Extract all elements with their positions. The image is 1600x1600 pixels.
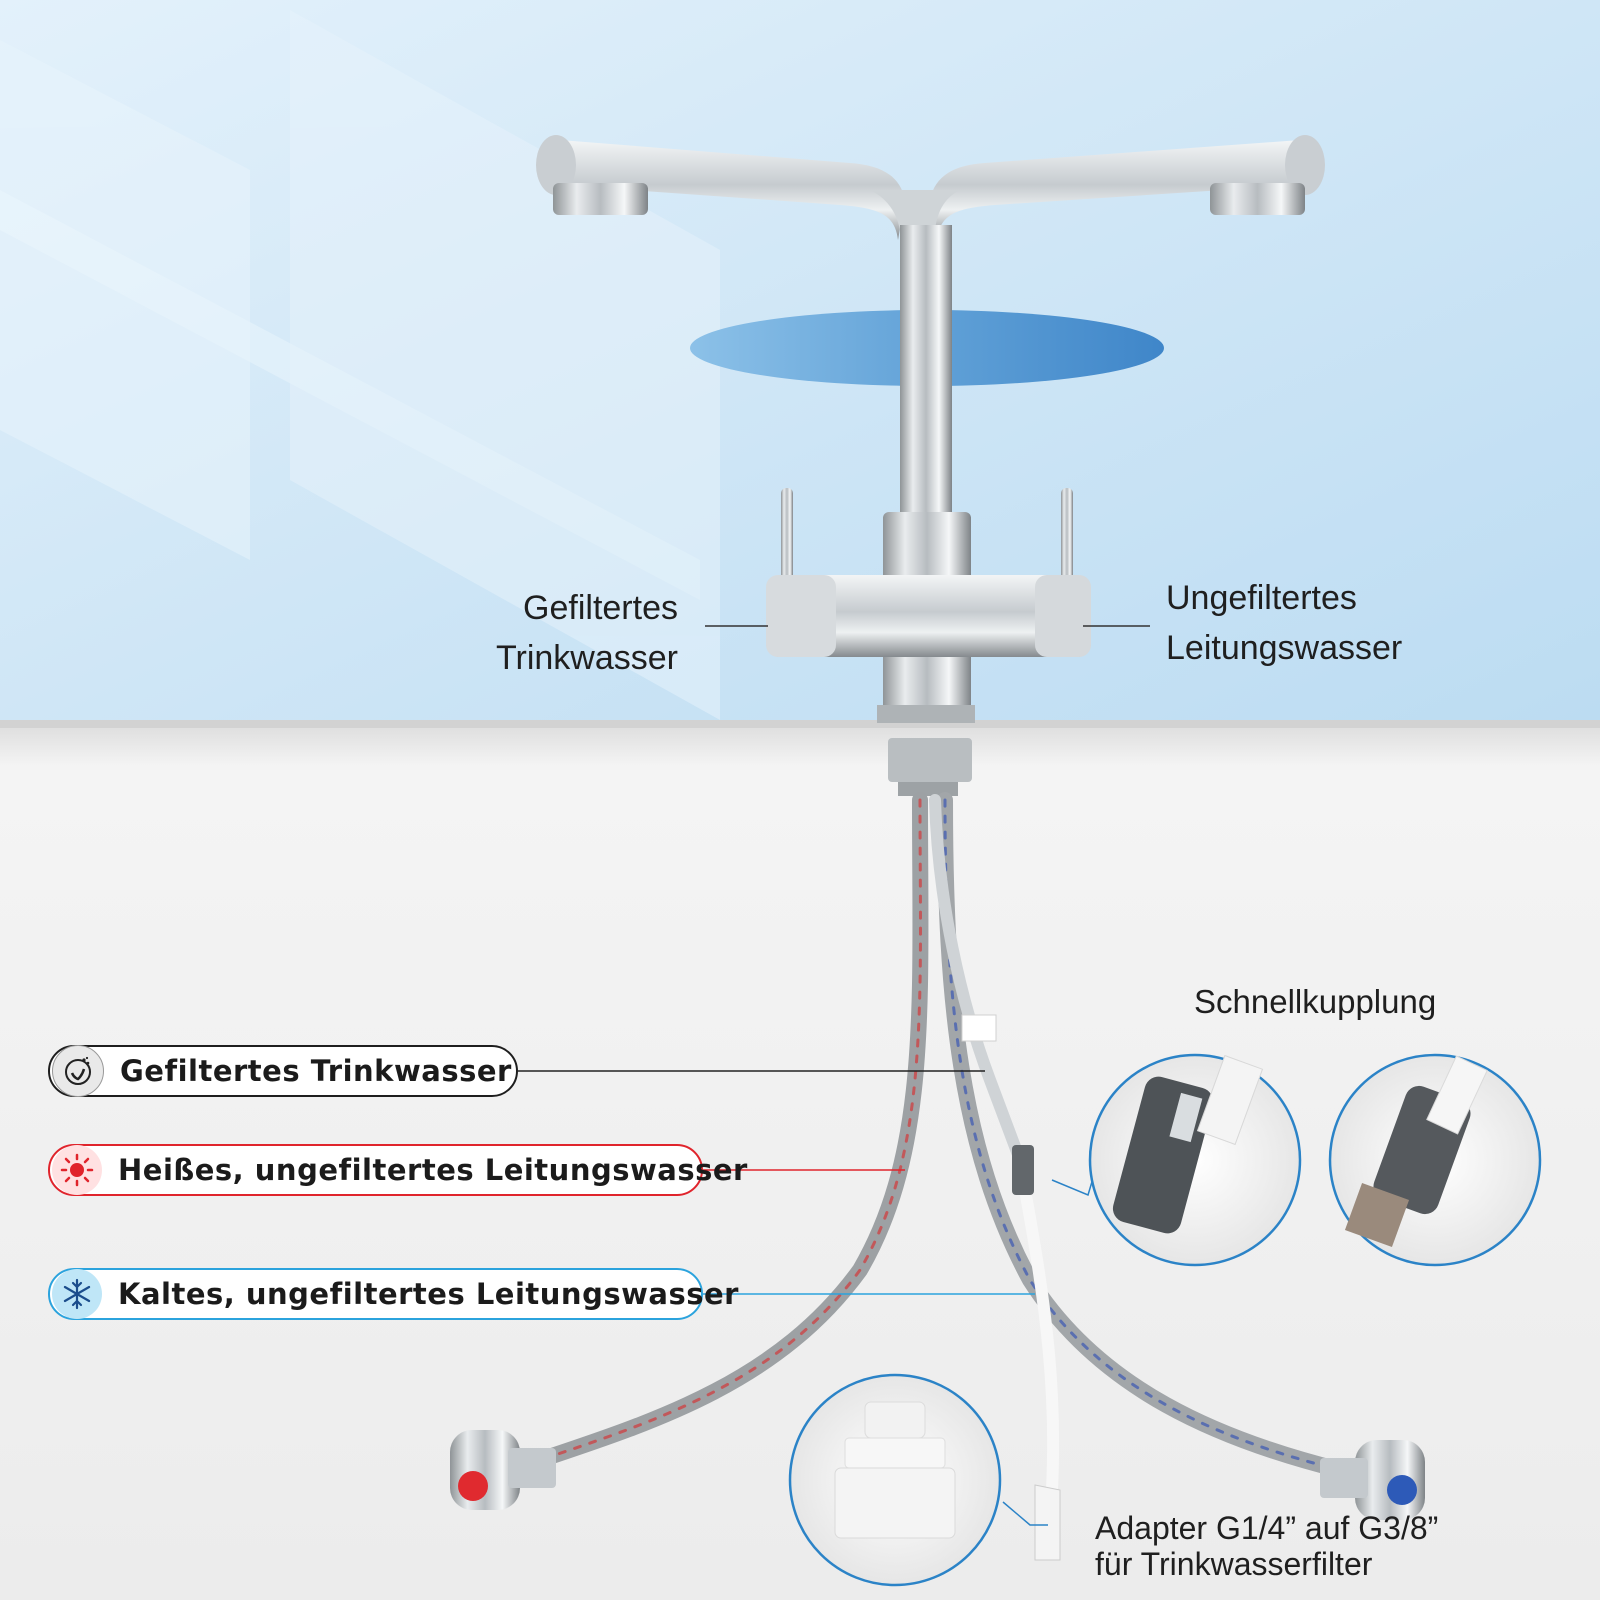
snowflake-icon xyxy=(52,1269,102,1319)
unfiltered-water-label-line1: Ungefiltertes xyxy=(1166,579,1357,617)
unfiltered-water-label: Ungefiltertes Leitungswasser xyxy=(1166,573,1466,673)
filtered-water-label-line1: Gefiltertes xyxy=(523,589,678,627)
hot-angle-valve xyxy=(450,1430,556,1510)
legend-filtered-water: Gefiltertes Trinkwasser xyxy=(48,1045,518,1097)
legend-cold-water: Kaltes, ungefiltertes Leitungswasser xyxy=(48,1268,738,1320)
faucet xyxy=(536,135,1325,796)
legend-cold-water-text: Kaltes, ungefiltertes Leitungswasser xyxy=(118,1277,739,1311)
legend-filtered-water-text: Gefiltertes Trinkwasser xyxy=(120,1054,512,1088)
counter-edge xyxy=(0,720,1600,728)
leaf-drop-icon xyxy=(52,1045,104,1097)
quick-coupling-label: Schnellkupplung xyxy=(1194,983,1437,1020)
leader-lines xyxy=(518,625,1150,1526)
filtered-water-label: Gefiltertes Trinkwasser xyxy=(440,583,678,683)
unfiltered-water-label-line2: Leitungswasser xyxy=(1166,629,1403,667)
legend-hot-water: Heißes, ungefiltertes Leitungswasser xyxy=(48,1144,747,1196)
sun-icon xyxy=(52,1145,102,1195)
cold-angle-valve xyxy=(1320,1440,1425,1520)
filtered-water-label-line2: Trinkwasser xyxy=(496,639,678,677)
legend-hot-water-text: Heißes, ungefiltertes Leitungswasser xyxy=(118,1153,748,1187)
adapter-label: Adapter G1/4” auf G3/8” für Trinkwasserf… xyxy=(1095,1510,1438,1582)
adapter-label-line2: für Trinkwasserfilter xyxy=(1095,1546,1373,1582)
adapter-label-line1: Adapter G1/4” auf G3/8” xyxy=(1095,1510,1439,1546)
window-light-reflection xyxy=(0,10,720,720)
adapter-detail xyxy=(788,1373,1002,1587)
hoses xyxy=(532,792,1348,1561)
quick-coupling-detail-2 xyxy=(1328,1053,1542,1267)
quick-coupling-detail-1 xyxy=(1088,1053,1302,1267)
